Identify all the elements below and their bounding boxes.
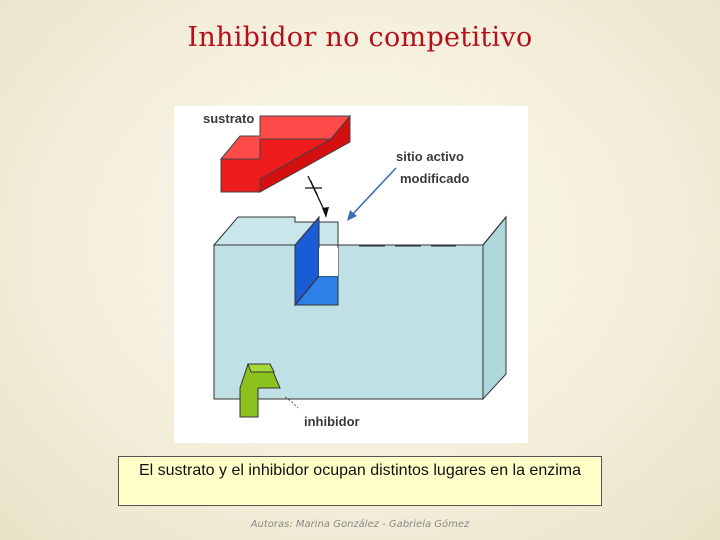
substrate-front [220, 138, 333, 193]
active-site-back [319, 248, 338, 276]
sitio-activo-arrow-head [347, 210, 357, 221]
caption-box: El sustrato y el inhibidor ocupan distin… [118, 456, 602, 506]
slide-title: Inhibidor no competitivo [187, 22, 533, 53]
active-site-diagonal [294, 275, 320, 306]
blocked-arrow-head [322, 207, 329, 218]
inhibitor-pointer [284, 396, 299, 409]
sitio-activo-arrow-shaft [350, 167, 397, 217]
enzyme-top-face-right [338, 217, 506, 245]
enzyme-diagram-graphic [212, 114, 507, 418]
sustrato-label: sustrato [203, 111, 255, 126]
inhibidor-label: inhibidor [304, 414, 360, 429]
enzyme-top-edge-right [482, 216, 507, 246]
blocked-cross-b [310, 180, 318, 196]
inhibitor-top [247, 363, 275, 373]
authors-footer: Autoras: Marina González - Gabriela Góme… [250, 519, 470, 530]
enzyme-right-face [482, 215, 507, 401]
sitio-activo-label: sitio activo [396, 149, 464, 164]
enzyme-diagram: sustrato sitio activo modificado inhibid… [174, 106, 528, 443]
modificado-label: modificado [400, 171, 470, 186]
